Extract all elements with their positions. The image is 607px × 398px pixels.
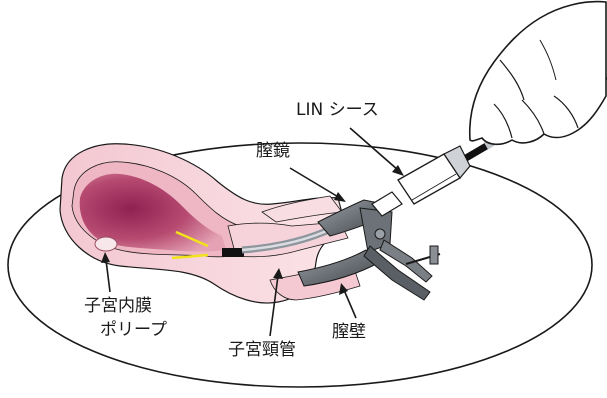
- endometrial-polyp: [95, 237, 117, 251]
- speculum-hinge: [375, 229, 385, 239]
- label-vaginal-wall: 膣壁: [332, 324, 366, 341]
- speculum-screw-knob: [430, 246, 438, 264]
- gloved-hand: [470, 2, 606, 145]
- label-polyp-line2: ポリープ: [100, 322, 167, 339]
- scope-tip: [222, 248, 244, 257]
- label-speculum: 膣鏡: [256, 143, 290, 160]
- pointer-vaginal-wall: [344, 290, 356, 318]
- label-polyp-line1: 子宮内膜: [84, 298, 152, 315]
- pointer-speculum: [290, 168, 340, 198]
- label-lin-sheath: LIN シース: [296, 102, 379, 119]
- pointer-polyp: [106, 260, 110, 292]
- label-cervical-canal: 子宮頸管: [228, 342, 296, 359]
